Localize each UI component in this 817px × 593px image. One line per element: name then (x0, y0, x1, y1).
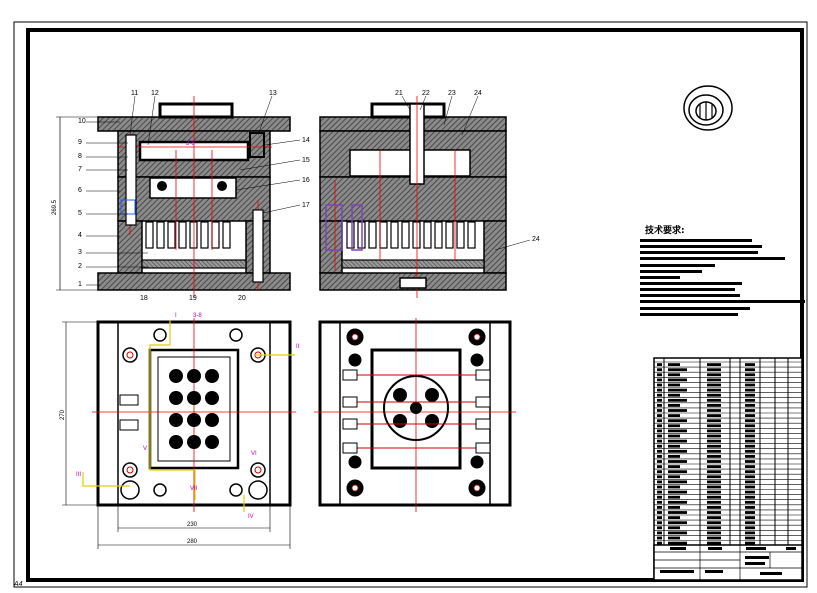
front-left-label: 2 (78, 263, 82, 270)
plan-mag-3: II (296, 344, 300, 350)
front-top-label-1: 11 (131, 90, 138, 97)
parts-list-table (653, 357, 803, 581)
tech-requirements: 技术要求: (640, 224, 805, 316)
front-left-label: 10 (78, 118, 86, 125)
plan-mag-1: I (175, 313, 177, 319)
core-plan-view (314, 318, 516, 512)
side-section-view: 21 22 23 24 24 (319, 90, 540, 298)
plan-width-outer-dim: 280 (187, 539, 198, 545)
front-center-mark: 3-8 (186, 141, 195, 147)
front-bottom-label-2: 19 (189, 295, 197, 302)
side-top-label-2: 22 (422, 90, 430, 97)
plan-mag-8: VII (190, 486, 198, 492)
side-right-label: 24 (532, 236, 540, 243)
sheet-inner-border (26, 28, 804, 582)
side-top-label-3: 23 (448, 90, 456, 97)
sheet-outer-border (13, 21, 808, 588)
front-top-label-3: 13 (269, 90, 277, 97)
plan-view: I 3-8 II III IV V VI VII 270 230 280 (60, 313, 300, 549)
front-top-label-2: 12 (151, 90, 159, 97)
front-left-label: 1 (78, 281, 82, 288)
front-left-label: 4 (78, 232, 82, 239)
side-top-label-1: 21 (395, 90, 403, 97)
front-left-label: 8 (78, 153, 82, 160)
front-bottom-label-3: 20 (238, 295, 246, 302)
front-section-view: 269.5 10 9 8 7 6 5 4 3 2 1 11 12 13 (52, 90, 310, 302)
front-left-label: 3 (78, 249, 82, 256)
front-left-label: 5 (78, 210, 82, 217)
front-left-label: 7 (78, 166, 82, 173)
corner-mark: A4 (13, 581, 23, 588)
front-left-label: 6 (78, 187, 82, 194)
plan-mag-7: VI (251, 451, 257, 457)
side-top-label-4: 24 (474, 90, 482, 97)
plan-width-inner-dim: 230 (187, 522, 198, 528)
front-left-label: 9 (78, 139, 82, 146)
front-bottom-label-1: 18 (140, 295, 148, 302)
front-right-label-2: 15 (302, 157, 310, 164)
plan-mag-6: V (143, 446, 147, 452)
front-right-label-4: 17 (302, 202, 310, 209)
front-height-dim: 269.5 (52, 199, 58, 215)
plan-height-dim: 270 (60, 409, 66, 420)
front-right-label-1: 14 (302, 137, 310, 144)
part-isometric (683, 85, 733, 131)
tech-requirements-title: 技术要求: (645, 224, 685, 236)
plan-mag-5: IV (248, 514, 254, 520)
plan-mag-2: 3-8 (193, 313, 202, 319)
front-right-label-3: 16 (302, 177, 310, 184)
plan-mag-4: III (76, 472, 81, 478)
